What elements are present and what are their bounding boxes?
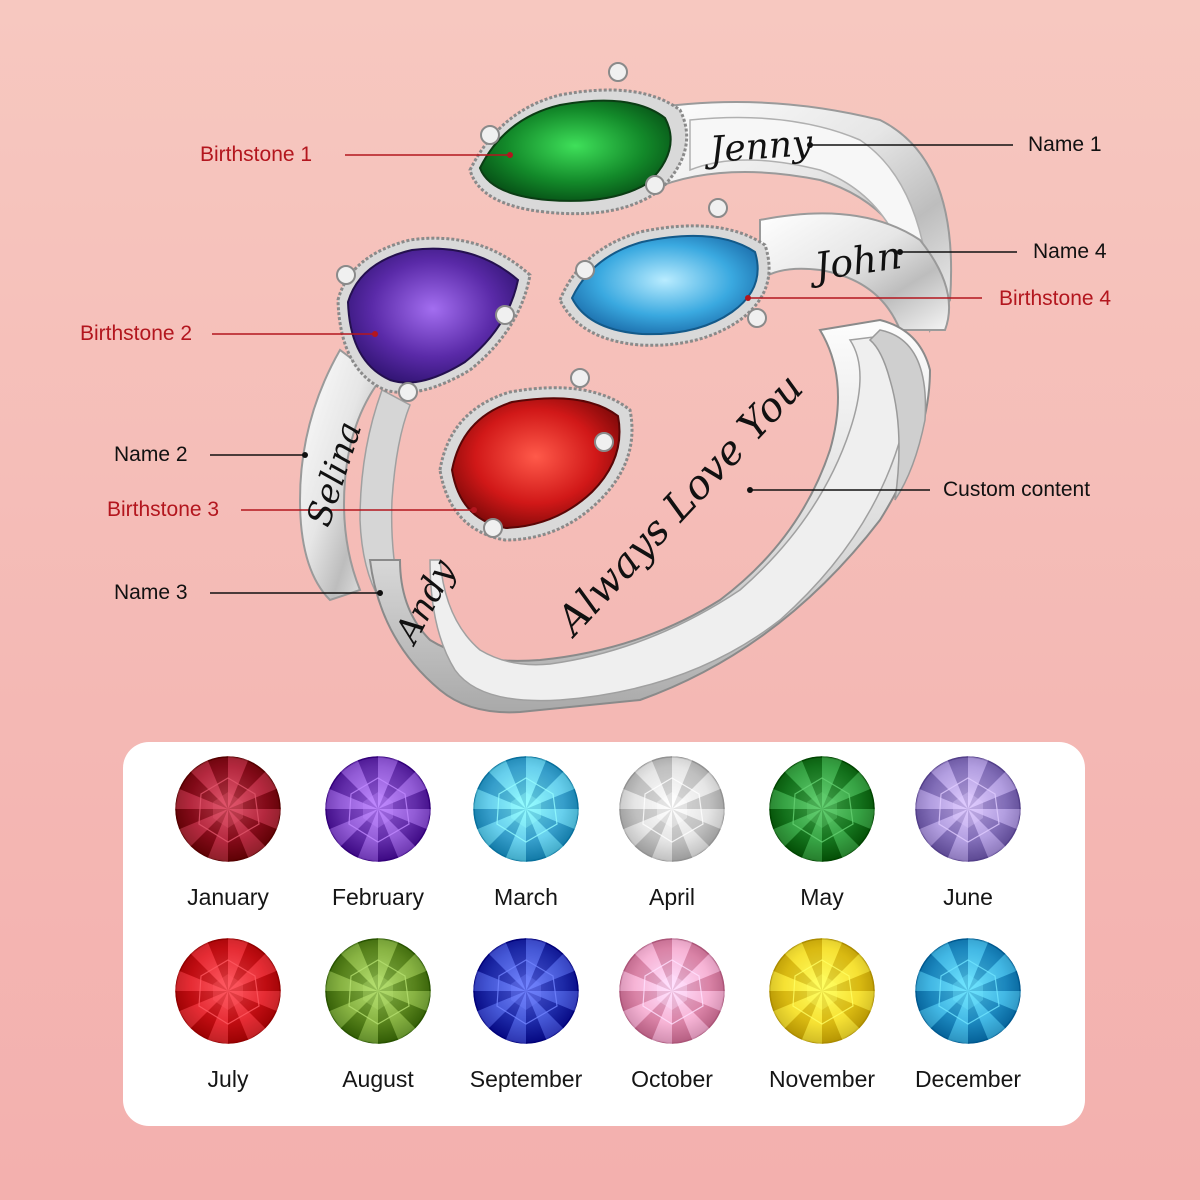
month-october: October	[597, 938, 747, 1093]
birthstone-4-setting	[558, 198, 771, 347]
july-gem-icon	[175, 938, 281, 1044]
birthstone-month-panel: January February March April	[123, 742, 1085, 1126]
month-label: July	[207, 1066, 249, 1092]
month-january: January	[153, 756, 303, 911]
label-custom-content: Custom content	[943, 478, 1091, 501]
month-june: June	[893, 756, 1043, 911]
month-label: May	[800, 884, 844, 910]
month-december: December	[893, 938, 1043, 1093]
month-april: April	[597, 756, 747, 911]
label-name-4: Name 4	[1033, 240, 1107, 263]
month-august: August	[303, 938, 453, 1093]
month-november: November	[747, 938, 897, 1093]
month-label: November	[768, 1066, 876, 1092]
month-label: October	[631, 1066, 713, 1092]
month-label: February	[331, 884, 425, 910]
month-february: February	[303, 756, 453, 911]
ring-drawing	[210, 62, 1017, 714]
label-birthstone-2: Birthstone 2	[80, 322, 193, 345]
birthstone-2-setting	[336, 236, 532, 402]
label-name-2: Name 2	[114, 443, 188, 466]
month-label: December	[914, 1066, 1022, 1092]
month-july: July	[153, 938, 303, 1093]
engraving-name-1: Jenny	[708, 122, 814, 171]
april-gem-icon	[619, 756, 725, 862]
november-gem-icon	[769, 938, 875, 1044]
birthstone-1-setting	[468, 62, 689, 216]
december-gem-icon	[915, 938, 1021, 1044]
october-gem-icon	[619, 938, 725, 1044]
month-label: September	[469, 1066, 583, 1092]
march-gem-icon	[473, 756, 579, 862]
label-name-1: Name 1	[1028, 133, 1102, 156]
label-birthstone-3: Birthstone 3	[107, 498, 220, 521]
february-gem-icon	[325, 756, 431, 862]
month-label: June	[943, 884, 993, 910]
august-gem-icon	[325, 938, 431, 1044]
may-gem-icon	[769, 756, 875, 862]
january-gem-icon	[175, 756, 281, 862]
month-label: March	[494, 884, 558, 910]
month-label: August	[342, 1066, 414, 1092]
label-birthstone-4: Birthstone 4	[999, 287, 1112, 310]
month-label: January	[187, 884, 269, 910]
label-birthstone-1: Birthstone 1	[200, 143, 313, 166]
september-gem-icon	[473, 938, 579, 1044]
june-gem-icon	[915, 756, 1021, 862]
ring-illustration: Jenny John Selina Andy Always Love You B…	[80, 62, 1112, 714]
month-march: March	[451, 756, 601, 911]
month-may: May	[747, 756, 897, 911]
label-name-3: Name 3	[114, 581, 188, 604]
month-september: September	[451, 938, 601, 1093]
month-label: April	[648, 884, 695, 910]
birthstone-3-setting	[438, 368, 634, 542]
